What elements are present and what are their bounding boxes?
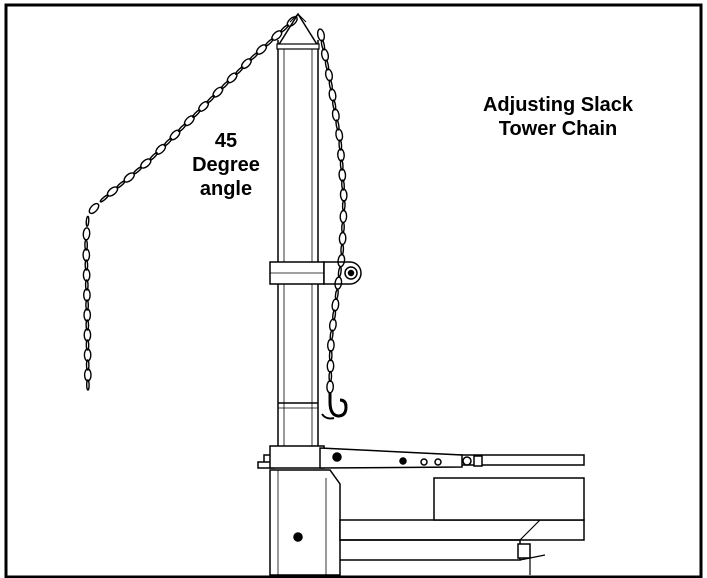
chain-link (183, 115, 195, 127)
chain-link (99, 194, 109, 203)
chain-link (85, 339, 90, 351)
chain-link (338, 168, 347, 182)
chain-link (335, 119, 340, 131)
chain-link (335, 128, 344, 142)
chain-link (341, 221, 345, 234)
chain-link (163, 137, 173, 147)
diagram-title: Adjusting Slack Tower Chain (448, 93, 668, 141)
chain-link (192, 109, 201, 118)
chain-link (329, 329, 334, 341)
chain-link (212, 86, 224, 98)
chain-link (338, 231, 347, 246)
chain-link (338, 139, 343, 151)
pulley-bracket (269, 261, 362, 285)
chain-link (84, 279, 89, 291)
chain-link (339, 159, 344, 171)
chain-link (220, 80, 230, 90)
chain-link (84, 239, 89, 251)
chain-link (83, 348, 92, 362)
chain-link (334, 288, 339, 301)
chain-link (320, 48, 330, 62)
angle-note: 45 Degree angle (186, 129, 266, 201)
chain-link (326, 359, 335, 373)
chain-link (249, 52, 259, 61)
chain-link (326, 338, 335, 352)
chain-link (226, 72, 238, 84)
angle-note-line-2: Degree (192, 154, 260, 176)
chain-link (85, 299, 90, 311)
chain-link (328, 370, 333, 383)
chain-link (83, 368, 92, 382)
chain-link (339, 209, 348, 224)
chain-link (82, 288, 91, 302)
chain-link (255, 44, 268, 55)
angle-note-line-3: angle (199, 178, 253, 200)
chain-link (331, 298, 340, 312)
chain-link (331, 108, 340, 122)
chain-link (341, 179, 345, 191)
chain-link (340, 243, 345, 256)
chain-link (234, 66, 244, 76)
chain-link (88, 202, 100, 215)
tower-column (277, 40, 319, 452)
chain-link (337, 148, 345, 162)
chain-link (82, 248, 91, 262)
chain-link (332, 99, 337, 111)
chain-link (326, 380, 335, 394)
tower-cap-base (276, 43, 320, 50)
chain-link (85, 379, 90, 391)
adjustment-arm (269, 445, 483, 469)
chain-link (85, 319, 90, 331)
chain-link (169, 129, 181, 141)
lift-base (257, 454, 585, 576)
chain-link (324, 68, 334, 82)
chain-link (155, 143, 167, 155)
slack-chain-left (82, 16, 298, 391)
chain-link (198, 100, 210, 112)
chain-link (328, 88, 337, 102)
title-line-2: Tower Chain (498, 118, 618, 140)
chain-link (339, 188, 348, 202)
title-line-1: Adjusting Slack (482, 94, 634, 116)
chain-link (332, 309, 337, 321)
chain-link (341, 199, 346, 212)
chain-hook-icon (328, 393, 348, 418)
chain-link (85, 359, 90, 371)
chain-link (206, 94, 216, 104)
chain-link (320, 39, 326, 51)
chain-link (328, 79, 333, 91)
chain-link (84, 259, 89, 271)
chain-link (328, 318, 337, 332)
chain-link (240, 58, 252, 70)
chain-link (82, 227, 91, 241)
chain-link (328, 349, 333, 362)
chain-link (85, 215, 90, 227)
chain-link (324, 59, 330, 71)
tower-chain-right (316, 28, 348, 394)
chain-link (316, 28, 326, 42)
diagram-border (4, 3, 703, 578)
chain-link (83, 308, 92, 322)
chain-link (83, 328, 92, 342)
chain-link (82, 268, 91, 282)
angle-note-line-1: 45 (214, 130, 238, 152)
chain-link (177, 123, 187, 133)
